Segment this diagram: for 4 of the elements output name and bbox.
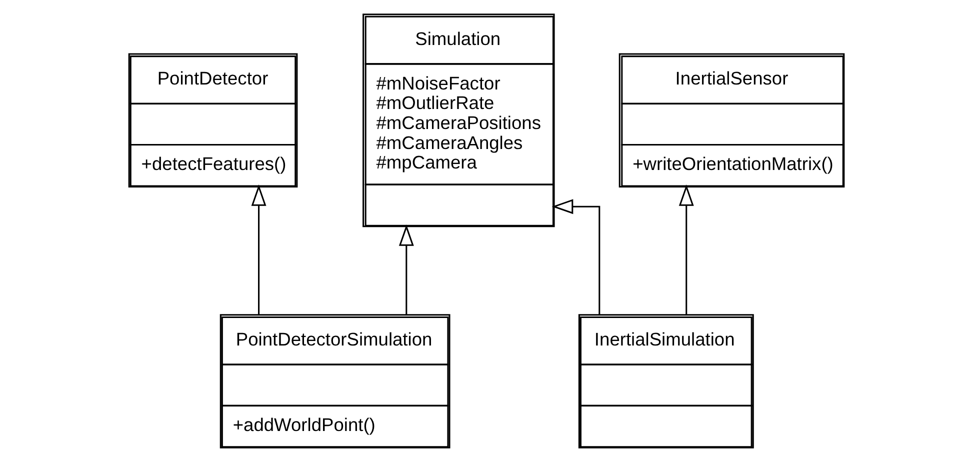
arrow [678, 184, 694, 315]
arrow [251, 184, 266, 315]
arrow [398, 224, 414, 315]
arrow [552, 199, 600, 315]
